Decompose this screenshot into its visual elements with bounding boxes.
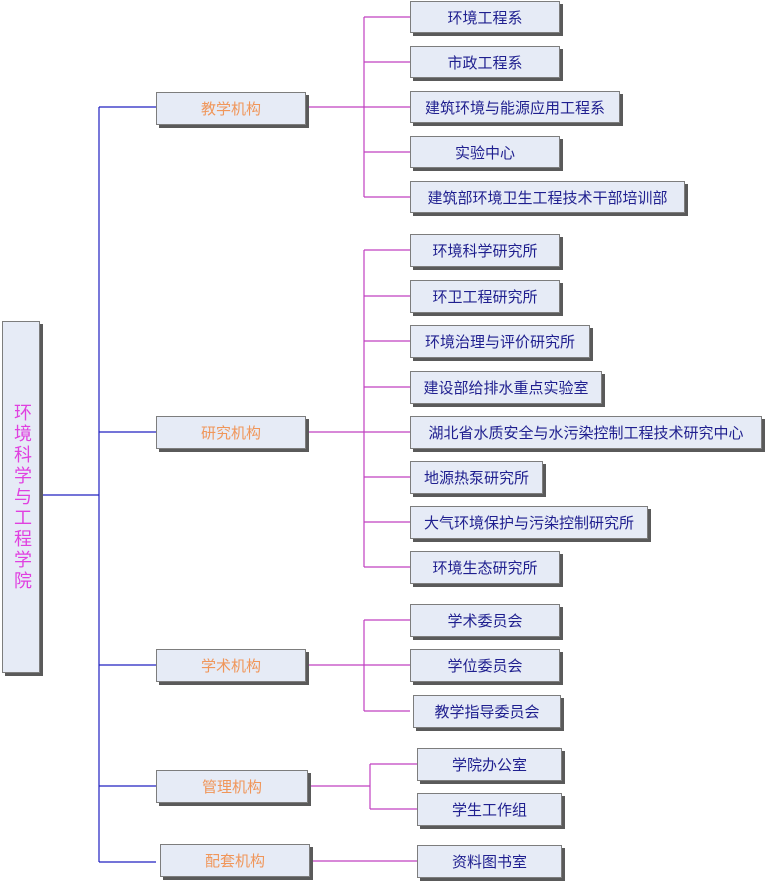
leaf-node: 大气环境保护与污染控制研究所 [410, 506, 648, 539]
leaf-node: 建筑部环境卫生工程技术干部培训部 [410, 181, 685, 213]
leaf-label: 环境工程系 [447, 8, 523, 27]
category-label: 学术机构 [200, 657, 261, 675]
leaf-node: 建筑环境与能源应用工程系 [410, 91, 620, 123]
leaf-label: 学位委员会 [447, 657, 523, 675]
leaf-node: 环境治理与评价研究所 [410, 325, 590, 358]
leaf-node: 学生工作组 [417, 793, 562, 826]
leaf-node: 建设部给排水重点实验室 [410, 371, 602, 404]
leaf-label: 湖北省水质安全与水污染控制工程技术研究中心 [428, 424, 744, 442]
leaf-node: 资料图书室 [417, 845, 562, 878]
leaf-node: 教学指导委员会 [413, 695, 561, 728]
root-node: 环境科学与工程学院 [2, 321, 40, 673]
category-academic: 学术机构 [156, 649, 306, 682]
leaf-node: 实验中心 [410, 136, 560, 168]
leaf-node: 环卫工程研究所 [410, 280, 560, 313]
leaf-label: 环境科学研究所 [432, 242, 538, 260]
category-support: 配套机构 [160, 844, 310, 877]
leaf-label: 实验中心 [454, 143, 515, 162]
leaf-label: 环卫工程研究所 [432, 288, 538, 306]
category-label: 研究机构 [200, 424, 261, 442]
leaf-node: 市政工程系 [410, 46, 560, 78]
category-management: 管理机构 [156, 770, 308, 803]
category-label: 管理机构 [201, 778, 262, 796]
leaf-node: 环境生态研究所 [410, 551, 560, 584]
leaf-label: 资料图书室 [451, 853, 527, 871]
leaf-node: 环境工程系 [410, 1, 560, 33]
leaf-label: 建筑环境与能源应用工程系 [424, 98, 605, 117]
leaf-node: 学术委员会 [410, 604, 560, 637]
leaf-label: 地源热泵研究所 [423, 469, 529, 487]
leaf-node: 学院办公室 [417, 748, 562, 781]
category-research: 研究机构 [156, 416, 306, 449]
category-teaching: 教学机构 [156, 92, 306, 125]
leaf-node: 湖北省水质安全与水污染控制工程技术研究中心 [410, 416, 762, 449]
leaf-label: 教学指导委员会 [434, 703, 540, 721]
leaf-node: 学位委员会 [410, 649, 560, 682]
leaf-label: 建筑部环境卫生工程技术干部培训部 [427, 188, 668, 207]
leaf-label: 环境治理与评价研究所 [424, 333, 575, 351]
leaf-label: 学生工作组 [451, 801, 527, 819]
leaf-label: 建设部给排水重点实验室 [423, 379, 589, 397]
root-label: 环境科学与工程学院 [11, 402, 32, 592]
leaf-label: 环境生态研究所 [432, 559, 538, 577]
leaf-label: 市政工程系 [447, 53, 523, 72]
leaf-label: 学术委员会 [447, 612, 523, 630]
leaf-node: 环境科学研究所 [410, 234, 560, 267]
category-label: 配套机构 [204, 852, 265, 870]
category-label: 教学机构 [200, 100, 261, 118]
leaf-label: 大气环境保护与污染控制研究所 [423, 514, 634, 532]
leaf-node: 地源热泵研究所 [410, 461, 543, 494]
leaf-label: 学院办公室 [451, 756, 527, 774]
